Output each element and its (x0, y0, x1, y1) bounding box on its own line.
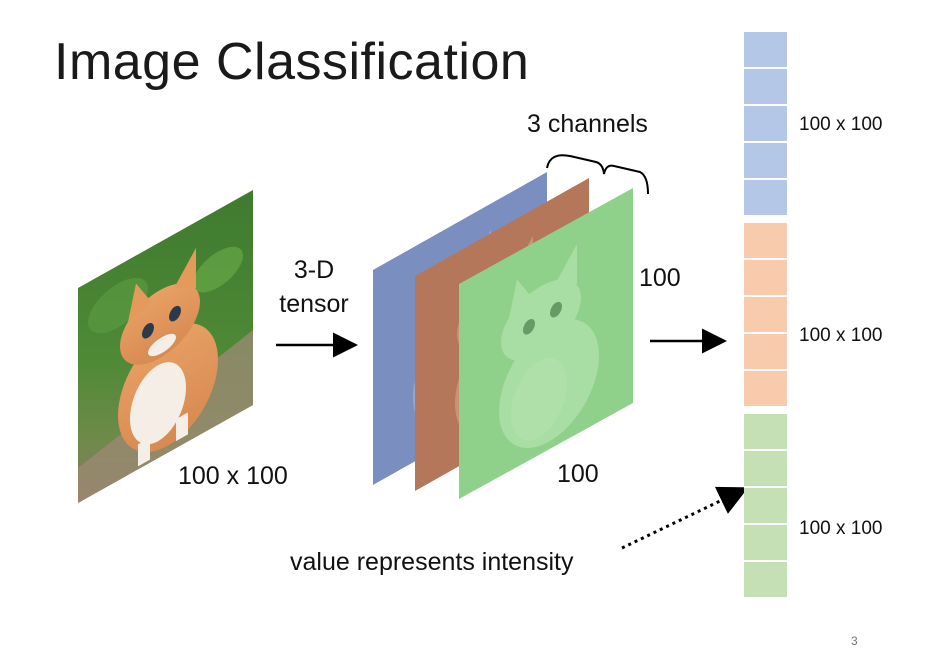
vector-cell-green (744, 562, 787, 599)
feature-vector (744, 32, 787, 599)
vector-cell-orange (744, 260, 787, 297)
segment-label-green: 100 x 100 (799, 518, 883, 539)
tensor-label: 3-D tensor (268, 253, 360, 321)
vector-cell-blue (744, 143, 787, 180)
vector-cell-blue (744, 106, 787, 143)
intensity-dotted-arrow (621, 486, 749, 550)
vector-cell-blue (744, 180, 787, 217)
kitten-image (78, 190, 253, 503)
width-label: 100 (557, 460, 599, 488)
vector-cell-orange (744, 334, 787, 371)
intensity-note: value represents intensity (290, 548, 574, 576)
channel-green (459, 188, 633, 499)
slide-title: Image Classification (54, 33, 530, 91)
vector-cell-green (744, 488, 787, 525)
segment-label-orange: 100 x 100 (799, 325, 883, 346)
page-number: 3 (851, 634, 858, 648)
channels-brace (546, 154, 649, 195)
vector-cell-green (744, 525, 787, 562)
vector-cell-green (744, 451, 787, 488)
segment-label-blue: 100 x 100 (799, 114, 883, 135)
vector-cell-orange (744, 297, 787, 334)
tensor-label-line2: tensor (279, 290, 349, 318)
channels-label: 3 channels (527, 110, 648, 138)
vector-cell-green (744, 414, 787, 451)
tensor-label-line1: 3-D (293, 256, 335, 284)
vector-cell-blue (744, 69, 787, 106)
kitten-size-label: 100 x 100 (178, 462, 288, 490)
vector-cell-blue (744, 32, 787, 69)
height-label: 100 (639, 264, 681, 292)
vector-cell-orange (744, 223, 787, 260)
vector-cell-orange (744, 371, 787, 408)
